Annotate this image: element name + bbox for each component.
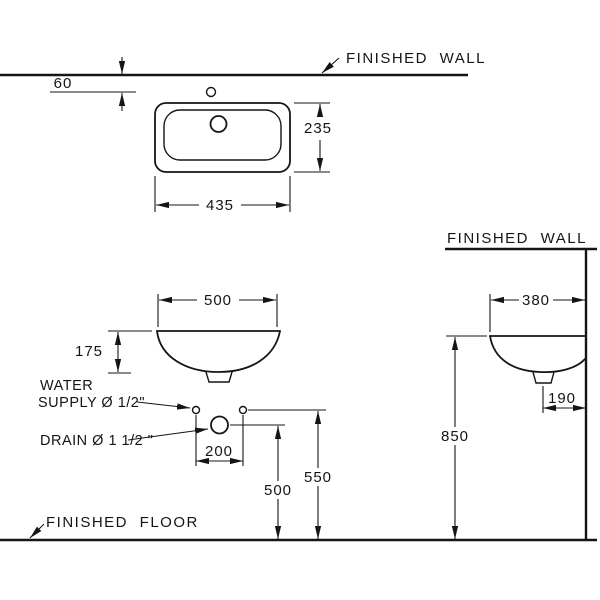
basin-bowl-plan (163, 109, 282, 161)
dim-200-text: 200 (205, 443, 233, 460)
side-view: FINISHED WALL 380 190 850 (441, 230, 597, 540)
floor: FINISHED FLOOR (0, 514, 597, 542)
dim-500w-text: 500 (204, 292, 232, 309)
drain-leader (127, 427, 209, 441)
finished-wall-top-leader (321, 57, 340, 74)
finished-floor-leader (29, 523, 45, 539)
basin-bowl-front (156, 330, 281, 373)
dim-380-text: 380 (522, 292, 550, 309)
dim-190-text: 190 (548, 390, 576, 407)
dim-550-text: 550 (304, 469, 332, 486)
tap-hole-plan (205, 86, 217, 98)
water-supply-label-line1: WATER (40, 378, 93, 394)
water-supply-point-right (238, 405, 248, 415)
overflow-hole-plan (209, 115, 228, 133)
basin-bowl-side (489, 335, 586, 373)
basin-drain-stub-side (532, 371, 555, 384)
basin-drain-stub-front (205, 371, 233, 383)
basin-outer-rim-plan (154, 102, 291, 173)
finished-floor-label: FINISHED FLOOR (46, 514, 199, 531)
water-supply-label-line2: SUPPLY Ø 1/2" (38, 395, 145, 411)
water-supply-point-left (191, 405, 201, 415)
dim-235-text: 235 (304, 120, 332, 137)
front-view: 500 175 WATER SUPPLY Ø 1/2" DRAIN Ø 1 1/… (38, 292, 332, 539)
finished-wall-top-label: FINISHED WALL (346, 50, 486, 67)
dim-435-text: 435 (206, 197, 234, 214)
top-plan-view: FINISHED WALL 60 235 435 (0, 50, 486, 214)
water-supply-leader (136, 401, 191, 410)
dim-500h-text: 500 (264, 482, 292, 499)
dim-850-text: 850 (441, 428, 469, 445)
drain-point (210, 415, 229, 435)
dim-175-text: 175 (75, 343, 103, 360)
dim-60-text: 60 (54, 75, 73, 92)
drain-label: DRAIN Ø 1 1/2 " (40, 433, 153, 449)
finished-wall-right-label: FINISHED WALL (447, 230, 587, 247)
